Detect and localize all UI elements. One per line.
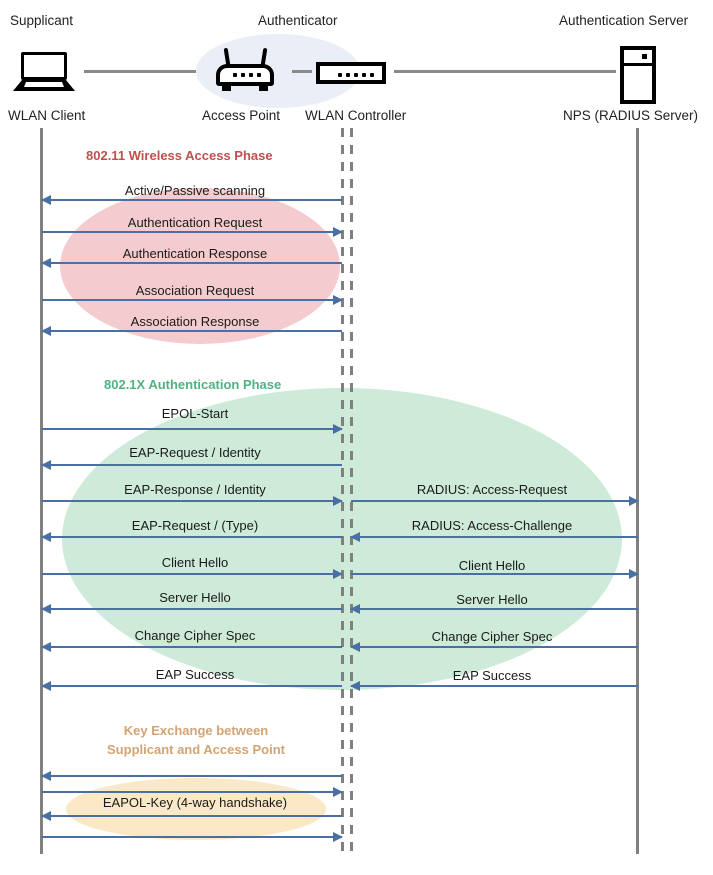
message-arrow: [350, 642, 638, 652]
message-arrow: [41, 642, 342, 652]
message-label: Authentication Response: [122, 246, 268, 261]
message-arrow: [41, 195, 342, 205]
message-arrow: [350, 604, 638, 614]
lifeline-auth-server: [636, 128, 639, 854]
actor-role-authenticator: Authenticator: [258, 13, 338, 28]
actor-device-wlan-controller: WLAN Controller: [305, 108, 407, 123]
message-arrow: [41, 681, 342, 691]
message-arrow: [351, 496, 639, 506]
lifeline-authenticator-a: [341, 128, 344, 854]
message-arrow: [42, 787, 343, 797]
message-label: EAPOL-Key (4-way handshake): [98, 795, 292, 810]
message-label: EAP-Response / Identity: [124, 482, 266, 497]
message-label: Change Cipher Spec: [431, 629, 553, 644]
phase-label-key-exchange-line2: Supplicant and Access Point: [107, 742, 285, 757]
message-label: Server Hello: [159, 590, 231, 605]
message-label: Association Request: [135, 283, 255, 298]
message-label: RADIUS: Access-Challenge: [411, 518, 573, 533]
wlan-controller-icon: [316, 62, 386, 84]
actor-device-wlan-client: WLAN Client: [8, 108, 86, 123]
message-arrow: [42, 227, 343, 237]
phase-label-key-exchange-line1: Key Exchange between: [123, 723, 269, 738]
message-arrow: [41, 811, 342, 821]
server-icon: [620, 46, 656, 104]
wire-controller-to-server: [394, 70, 616, 73]
phase-label-80211: 802.11 Wireless Access Phase: [86, 148, 273, 163]
message-arrow: [42, 569, 343, 579]
phase-80211-ellipse: [60, 188, 340, 344]
access-point-icon: [216, 47, 274, 93]
message-arrow: [351, 569, 639, 579]
message-arrow: [41, 460, 342, 470]
actor-role-supplicant: Supplicant: [10, 13, 74, 28]
message-label: EAP-Request / (Type): [131, 518, 259, 533]
message-arrow: [41, 532, 342, 542]
wire-client-to-ap: [84, 70, 196, 73]
phase-label-key-exchange: Key Exchange between Supplicant and Acce…: [96, 721, 296, 759]
message-arrow: [42, 295, 343, 305]
message-label: Authentication Request: [127, 215, 263, 230]
message-label: Association Response: [130, 314, 260, 329]
message-arrow: [41, 771, 342, 781]
message-arrow: [41, 258, 342, 268]
message-label: Change Cipher Spec: [134, 628, 256, 643]
message-arrow: [350, 681, 638, 691]
message-label: Active/Passive scanning: [124, 183, 266, 198]
message-label: Client Hello: [161, 555, 229, 570]
message-label: RADIUS: Access-Request: [416, 482, 568, 497]
message-label: EAP Success: [155, 667, 235, 682]
message-label: EAP-Request / Identity: [129, 445, 261, 460]
message-arrow: [41, 326, 342, 336]
message-arrow: [42, 496, 343, 506]
actor-device-access-point: Access Point: [202, 108, 281, 123]
message-arrow: [350, 532, 638, 542]
lifeline-supplicant: [40, 128, 43, 854]
message-arrow: [42, 424, 343, 434]
phase-label-8021x: 802.1X Authentication Phase: [104, 377, 282, 392]
message-label: Server Hello: [456, 592, 528, 607]
message-label: Client Hello: [458, 558, 526, 573]
wire-ap-to-controller: [292, 70, 312, 73]
actor-device-nps-radius-server: NPS (RADIUS Server): [563, 108, 699, 123]
lifeline-authenticator-b: [350, 128, 353, 854]
message-arrow: [41, 604, 342, 614]
message-label: EPOL-Start: [161, 406, 229, 421]
message-arrow: [42, 832, 343, 842]
actor-role-authentication-server: Authentication Server: [559, 13, 689, 28]
laptop-icon: [13, 52, 75, 92]
message-label: EAP Success: [452, 668, 532, 683]
